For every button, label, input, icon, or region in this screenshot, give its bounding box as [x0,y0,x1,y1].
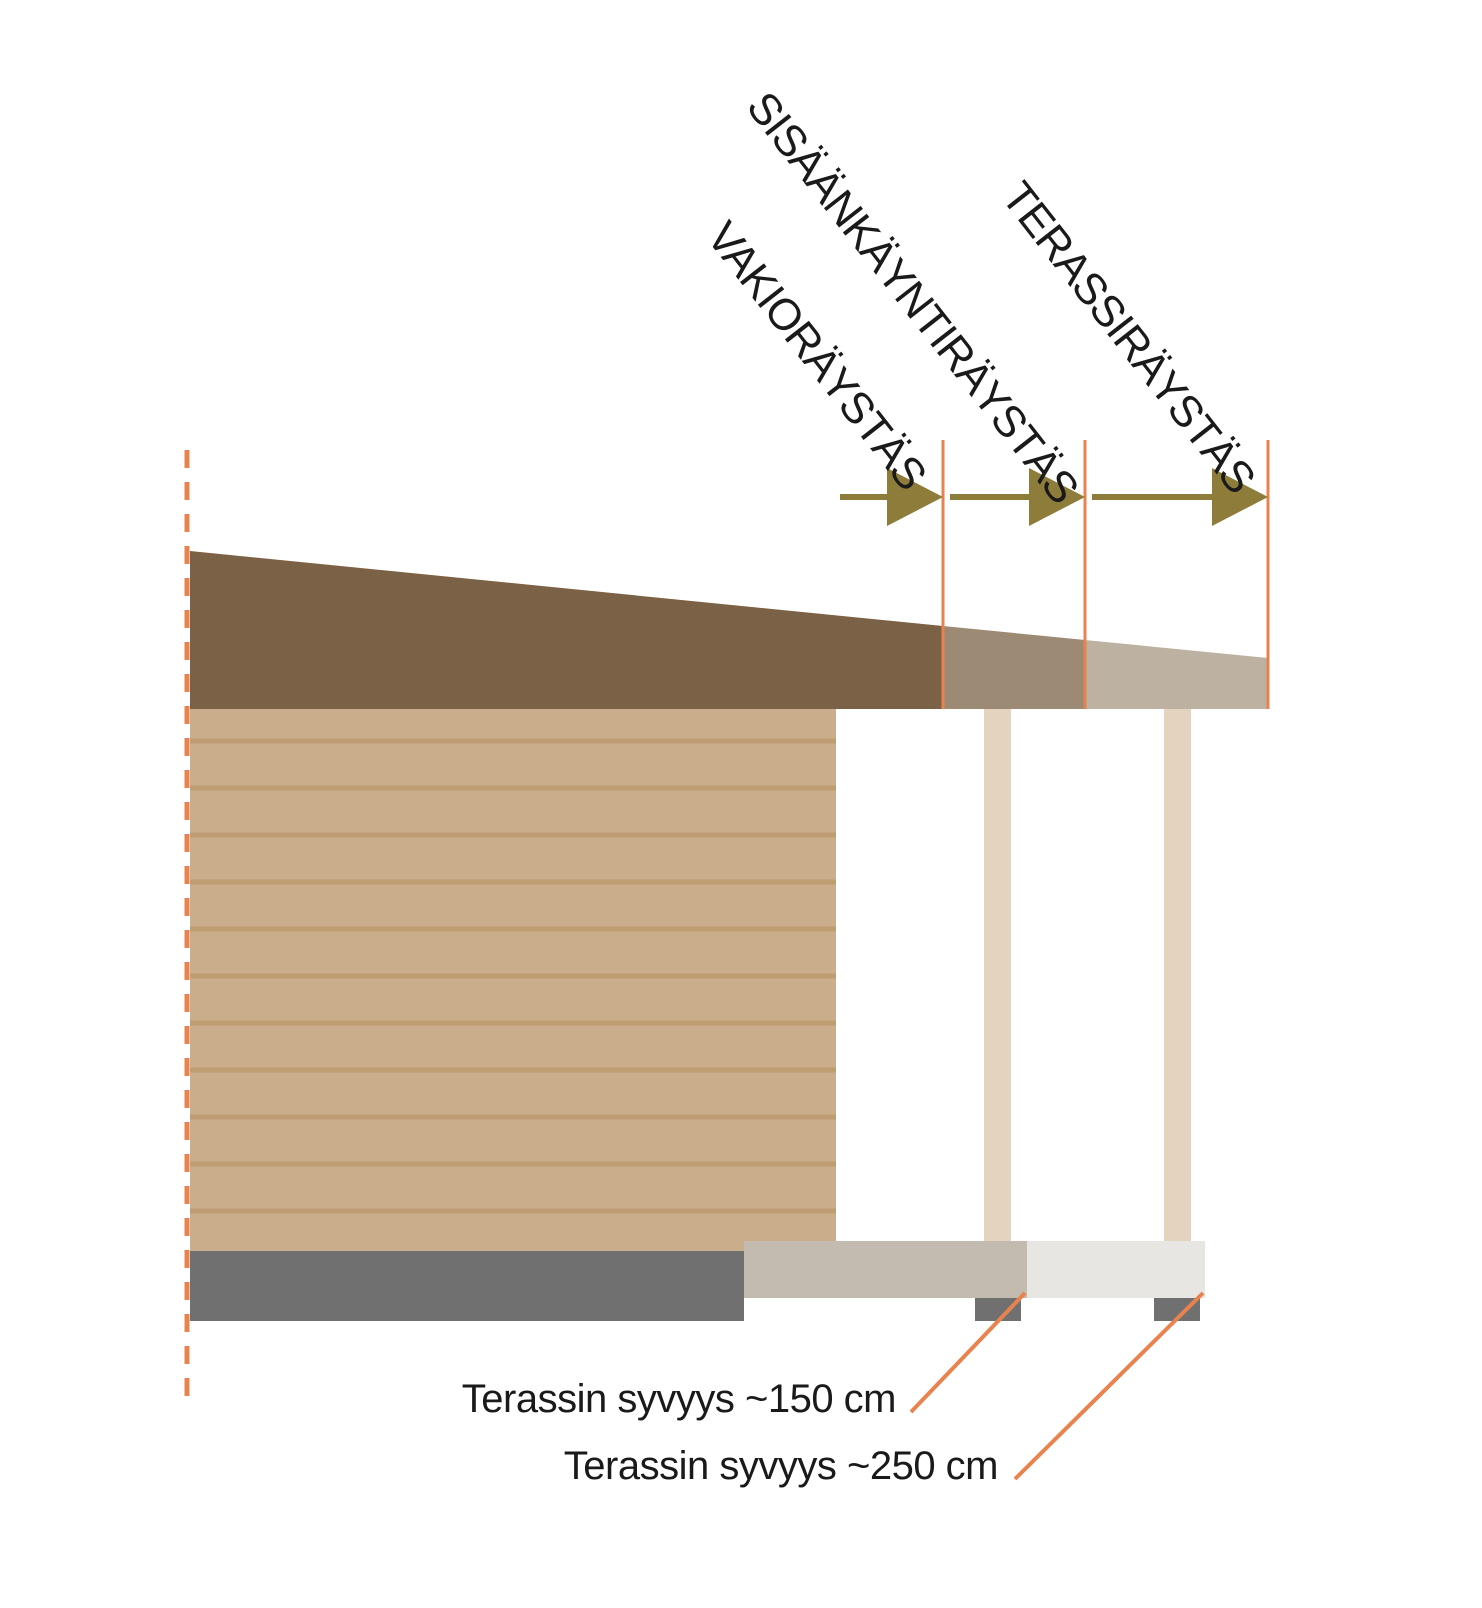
post-entrance [984,709,1011,1241]
label-terrace-depth-150: Terassin syvyys ~150 cm [462,1377,896,1421]
footing-entrance [975,1298,1021,1321]
arrow-entrance-eave [950,468,1085,526]
deck-150 [744,1241,1027,1298]
wall [190,709,836,1251]
leader-150 [909,1291,1027,1414]
foundation [190,1251,744,1321]
arrow-terrace-eave [1092,468,1268,526]
roof-entrance-eave [943,626,1085,709]
wall-board-lines [190,738,836,1214]
label-terrace-depth-250: Terassin syvyys ~250 cm [564,1444,998,1488]
arrow-standard-eave [840,468,943,526]
footing-terrace [1154,1298,1200,1321]
roof-standard-eave [190,551,943,709]
roof-terrace-eave [1085,640,1268,709]
leader-250 [1013,1291,1205,1481]
post-terrace [1164,709,1191,1241]
deck-250 [1027,1241,1205,1298]
